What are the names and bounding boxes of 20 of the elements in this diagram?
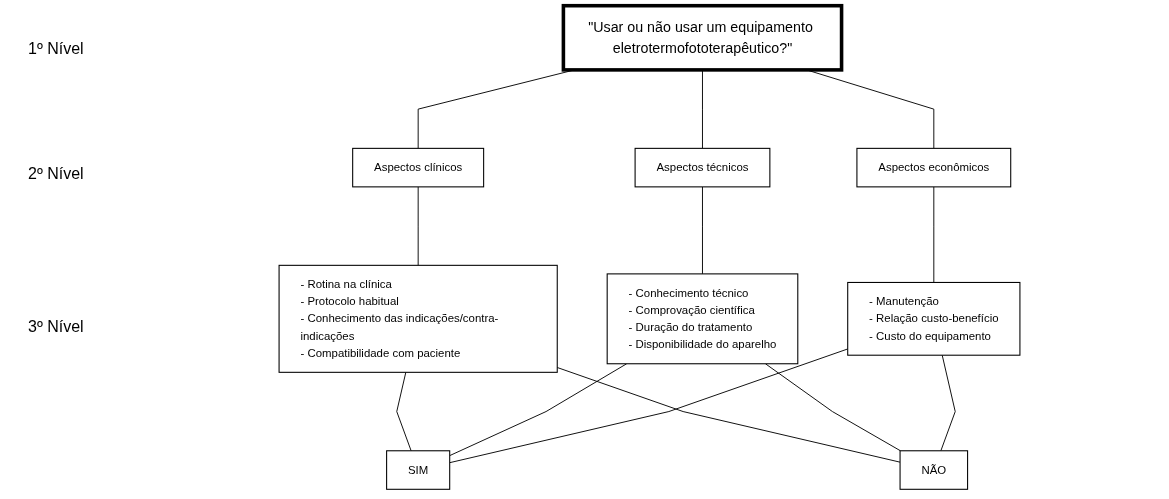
node-box: SIM (386, 450, 451, 490)
node-box: "Usar ou não usar um equipamento eletrotermofototerapêutico?" (561, 3, 844, 72)
node-box: - Manutenção - Relação custo-benefício - Custo do equipamento (847, 281, 1021, 356)
connector (702, 186, 703, 275)
level-label: 3º Nível (28, 318, 84, 336)
node-box: - Rotina na clínica - Protocolo habitual - Conhecimento das indicações/contra-indicações - Compatibilidade com paciente (278, 264, 558, 373)
node-box: Aspectos clínicos (352, 147, 485, 188)
connector (449, 363, 628, 457)
node-box: NÃO (899, 450, 969, 490)
node-box: Aspectos econômicos (856, 147, 1012, 188)
connector (765, 363, 901, 452)
connector (702, 69, 703, 149)
connector (417, 186, 419, 266)
level-label: 2º Nível (28, 165, 84, 183)
node-box: Aspectos técnicos (634, 147, 771, 188)
connector (933, 186, 935, 283)
level-label: 1º Nível (28, 40, 84, 58)
connector (940, 354, 956, 452)
node-box: - Conhecimento técnico - Comprovação científica - Duração do tratamento - Disponibilidade do aparelho (606, 273, 799, 365)
connector (396, 371, 412, 452)
